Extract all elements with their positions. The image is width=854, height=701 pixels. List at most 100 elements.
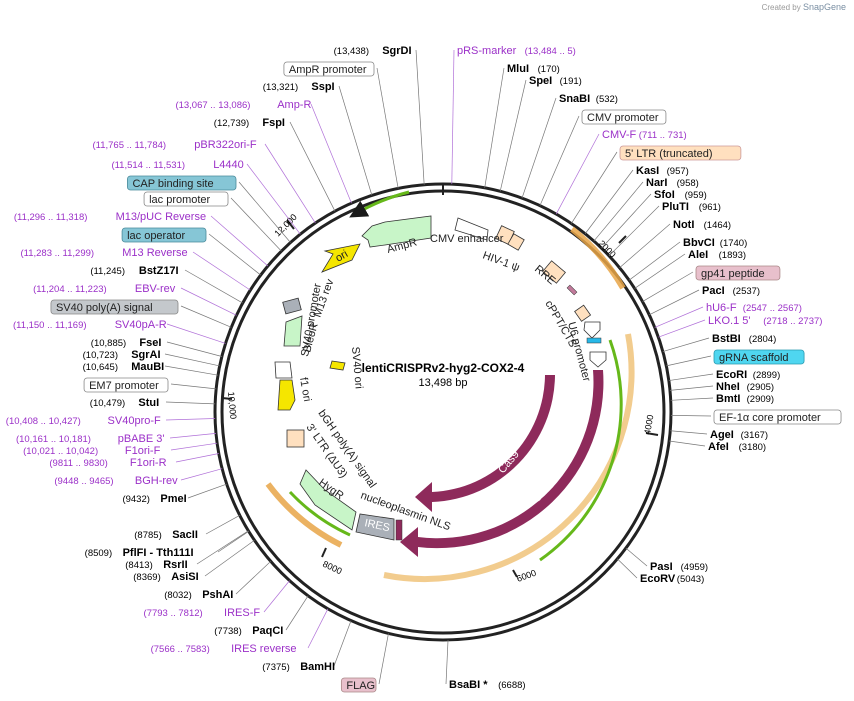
orange-arc-b: [383, 333, 635, 582]
primer-f1ori-f: F1ori-F: [125, 445, 161, 457]
tick-4000: 4000: [642, 414, 655, 435]
ampr-feature: [361, 215, 432, 248]
position-ecori: (2899): [753, 370, 780, 381]
site-mlui: MluI: [507, 63, 529, 75]
ef1a-arrow: [589, 351, 607, 368]
primer-ires-reverse: IRES reverse: [231, 643, 296, 655]
position-stui: (10,479): [90, 398, 125, 409]
position-nari: (958): [677, 178, 699, 189]
primer-f1ori-r: F1ori-R: [130, 457, 167, 469]
position-pmei: (9432): [122, 494, 149, 505]
feature-label-gp41-peptide: gp41 peptide: [701, 268, 765, 280]
site-alei: AleI: [688, 249, 708, 261]
primer-sv40pa-r: SV40pA-R: [115, 319, 167, 331]
position-sv40pro-f: (10,408 .. 10,427): [6, 416, 81, 427]
position-ecorv: (5043): [677, 574, 704, 585]
hygr-feature: [299, 469, 357, 531]
cppt-feature: [566, 284, 578, 296]
feature-label-flag: FLAG: [346, 680, 375, 692]
leader-lines: [164, 49, 714, 685]
site-maubi: MauBI: [131, 361, 164, 373]
tick-6000: 6000: [515, 568, 537, 584]
site-paci: PacI: [702, 285, 725, 297]
site-sgrdi: SgrDI: [382, 45, 411, 57]
primer-m13-puc-reverse: M13/pUC Reverse: [116, 211, 206, 223]
em7-feature: [282, 297, 302, 315]
tick-10000: 10,000: [226, 391, 238, 419]
position-bgh-rev: (9448 .. 9465): [54, 476, 113, 487]
grna-feature: [586, 337, 602, 344]
site-paqci: PaqCI: [252, 625, 283, 637]
site-bstz17i: BstZ17I: [139, 265, 179, 277]
site-fsei: FseI: [139, 337, 161, 349]
site-sacii: SacII: [172, 529, 198, 541]
cmv-enhancer-feature: [454, 217, 489, 241]
label-f1ori: f1 ori: [297, 376, 313, 402]
position-pshai: (8032): [164, 590, 191, 601]
left-labels: SgrDI(13,438)AmpR promoterSspI(13,321)Am…: [6, 45, 412, 693]
position-sspi: (13,321): [263, 82, 298, 93]
position-afei: (3180): [739, 442, 766, 453]
bleor-feature: [283, 315, 303, 347]
credit-prefix: Created by: [761, 3, 801, 12]
site-stui: StuI: [138, 397, 159, 409]
label-ori: ori: [334, 248, 351, 265]
primer-ires-f: IRES-F: [224, 607, 260, 619]
primer-lko-1-5: LKO.1 5': [708, 315, 750, 327]
site-afei: AfeI: [708, 441, 729, 453]
psi-feature: [507, 233, 525, 251]
position-bsabi: (6688): [498, 680, 525, 691]
position-noti: (1464): [704, 220, 731, 231]
position-asisi: (8369): [133, 572, 160, 583]
site-bsabi: BsaBI *: [449, 679, 488, 691]
feature-box-lac-promoter: [143, 191, 229, 207]
u6-feature: [574, 304, 592, 322]
orange-arc-a: [570, 226, 626, 290]
site-sspi: SspI: [311, 81, 334, 93]
label-hiv-psi: HIV-1 ψ: [481, 250, 521, 274]
position-pbabe-3: (10,161 .. 10,181): [16, 434, 91, 445]
position-ebv-rev: (11,204 .. 11,223): [33, 284, 107, 295]
position-hu6-f: (2547 .. 2567): [743, 303, 802, 314]
position-bamhi: (7375): [262, 662, 289, 673]
site-pasi: PasI: [650, 561, 673, 573]
label-sv40ori: SV40 ori: [349, 346, 365, 389]
position-ires-reverse: (7566 .. 7583): [151, 644, 210, 655]
primer-cmv-f: CMV-F: [602, 129, 637, 141]
position-sgrdi: (13,438): [334, 46, 369, 57]
feature-box-flag: [340, 677, 377, 693]
position-pflfi-tth111i: (8509): [85, 548, 112, 559]
green-arc-a: [349, 190, 410, 218]
feature-label-em7-promoter: EM7 promoter: [89, 380, 159, 392]
site-bstbi: BstBI: [712, 333, 741, 345]
credit-brand: SnapGene: [802, 2, 846, 12]
site-agei: AgeI: [710, 429, 734, 441]
feature-box-5-ltr-truncated: [619, 145, 742, 161]
feature-box-grna-scaffold: [713, 349, 805, 365]
site-noti: NotI: [673, 219, 694, 231]
position-nhei: (2905): [747, 382, 774, 393]
position-amp-r: (13,067 .. 13,086): [175, 100, 250, 111]
primer-ebv-rev: EBV-rev: [135, 283, 176, 295]
position-maubi: (10,645): [83, 362, 118, 373]
position-bmti: (2909): [747, 394, 774, 405]
site-kasi: KasI: [636, 165, 659, 177]
position-prs-marker: (13,484 .. 5): [525, 46, 576, 57]
ltr3-feature: [286, 429, 305, 448]
position-paqci: (7738): [214, 626, 241, 637]
green-arc-b: [539, 339, 623, 562]
feature-label-5-ltr-truncated: 5' LTR (truncated): [625, 148, 712, 160]
position-ires-f: (7793 .. 7812): [144, 608, 203, 619]
position-agei: (3167): [741, 430, 768, 441]
tick-12000: 12,000: [272, 212, 299, 239]
tick-8000: 8000: [321, 559, 343, 577]
feature-box-em7-promoter: [83, 377, 169, 393]
plasmid-size: 13,498 bp: [419, 377, 468, 389]
right-labels: pRS-marker(13,484 .. 5)MluI(170)SpeI(191…: [449, 45, 842, 691]
site-bamhi: BamHI: [300, 661, 335, 673]
u6-arrow: [583, 321, 601, 339]
position-sv40pa-r: (11,150 .. 11,169): [13, 320, 87, 331]
position-l4440: (11,514 .. 11,531): [111, 160, 185, 171]
tick-marks: [221, 184, 659, 578]
position-f1ori-r: (9811 .. 9830): [49, 458, 107, 469]
